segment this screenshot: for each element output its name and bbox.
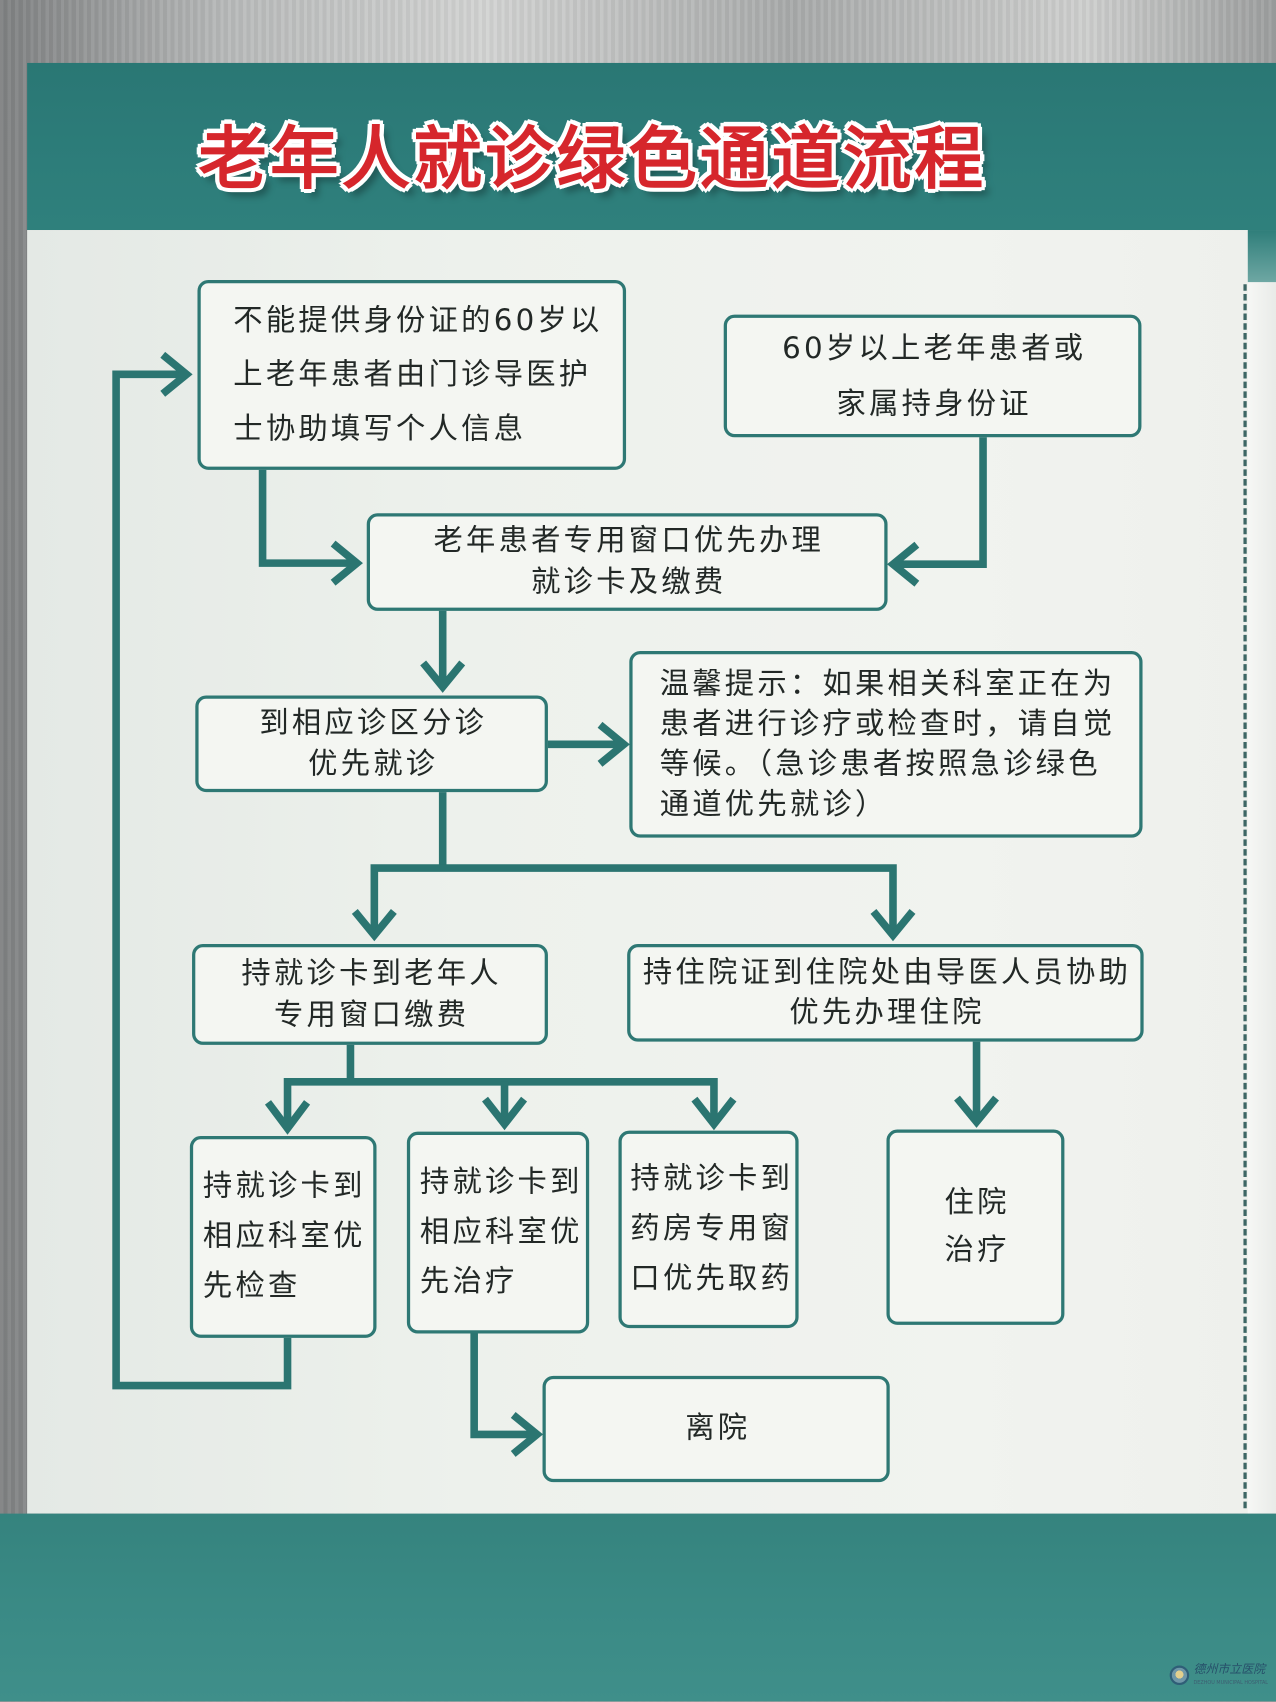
node-pay-window-line-2: 专用窗口缴费 bbox=[273, 997, 470, 1032]
node-triage-line-2: 优先就诊 bbox=[308, 747, 439, 781]
poster-footer-band bbox=[0, 1513, 1276, 1702]
node-reminder-line-4: 通道优先就诊） bbox=[659, 787, 888, 822]
node-no-id-card-line-3: 士协助填写个人信息 bbox=[233, 411, 527, 446]
node-treatment-line-1: 持就诊卡到 bbox=[419, 1165, 583, 1199]
node-pay-window: 持就诊卡到老年人 专用窗口缴费 bbox=[192, 943, 548, 1045]
hospital-logo-name: 德州市立医院 bbox=[1193, 1662, 1266, 1677]
node-with-id-card: 60岁以上老年患者或 家属持身份证 bbox=[723, 314, 1142, 438]
panel-fold-line bbox=[1243, 284, 1247, 1509]
hospital-logo-name-en: DEZHOU MUNICIPAL HOSPITAL bbox=[1193, 1680, 1269, 1687]
node-exam: 持就诊卡到 相应科室优 先检查 bbox=[189, 1136, 377, 1338]
node-treatment: 持就诊卡到 相应科室优 先治疗 bbox=[406, 1131, 590, 1334]
node-with-id-card-line-1: 60岁以上老年患者或 bbox=[782, 331, 1087, 366]
node-pharmacy-line-1: 持就诊卡到 bbox=[630, 1162, 794, 1196]
node-reminder-line-2: 患者进行诊疗或检查时，请自觉 bbox=[659, 707, 1116, 742]
node-exam-line-2: 相应科室优 bbox=[202, 1219, 366, 1254]
node-discharge: 离院 bbox=[542, 1375, 890, 1483]
node-no-id-card: 不能提供身份证的60岁以 上老年患者由门诊导医护 士协助填写个人信息 bbox=[197, 279, 627, 470]
panel-corner-trim bbox=[1247, 230, 1276, 283]
node-pharmacy-line-3: 口优先取药 bbox=[630, 1261, 794, 1296]
hospital-emblem-icon bbox=[1169, 1665, 1190, 1686]
node-reminder: 温馨提示：如果相关科室正在为 患者进行诊疗或检查时，请自觉 等候。（急诊患者按照… bbox=[629, 651, 1143, 838]
node-pay-window-line-1: 持就诊卡到老年人 bbox=[241, 956, 502, 991]
node-exam-line-3: 先检查 bbox=[202, 1269, 301, 1304]
node-discharge-line-1: 离院 bbox=[685, 1411, 751, 1446]
node-inpatient-line-1: 住院 bbox=[944, 1185, 1010, 1220]
node-priority-window: 老年患者专用窗口优先办理 就诊卡及缴费 bbox=[366, 513, 888, 611]
node-admission-line-1: 持住院证到住院处由导医人员协助 bbox=[642, 955, 1132, 990]
adjacent-panel-edge bbox=[1247, 230, 1276, 1514]
node-treatment-line-2: 相应科室优 bbox=[419, 1215, 583, 1249]
hospital-logo: 德州市立医院 DEZHOU MUNICIPAL HOSPITAL bbox=[1169, 1660, 1270, 1695]
node-inpatient-line-2: 治疗 bbox=[944, 1233, 1010, 1268]
node-treatment-line-3: 先治疗 bbox=[419, 1265, 518, 1299]
poster-header-band bbox=[27, 62, 1276, 231]
node-with-id-card-line-2: 家属持身份证 bbox=[836, 386, 1032, 421]
node-triage-line-1: 到相应诊区分诊 bbox=[259, 705, 488, 740]
node-exam-line-1: 持就诊卡到 bbox=[202, 1169, 366, 1204]
poster-title: 老年人就诊绿色通道流程 bbox=[198, 119, 987, 199]
node-no-id-card-line-2: 上老年患者由门诊导医护 bbox=[233, 357, 592, 392]
node-admission: 持住院证到住院处由导医人员协助 优先办理住院 bbox=[627, 943, 1144, 1042]
node-reminder-line-1: 温馨提示：如果相关科室正在为 bbox=[659, 667, 1116, 701]
node-priority-window-line-2: 就诊卡及缴费 bbox=[531, 565, 727, 599]
node-reminder-line-3: 等候。（急诊患者按照急诊绿色 bbox=[659, 747, 1101, 782]
node-triage: 到相应诊区分诊 优先就诊 bbox=[195, 695, 548, 793]
node-no-id-card-line-1: 不能提供身份证的60岁以 bbox=[233, 303, 603, 337]
node-priority-window-line-1: 老年患者专用窗口优先办理 bbox=[433, 524, 825, 558]
node-inpatient: 住院 治疗 bbox=[886, 1129, 1065, 1325]
node-pharmacy-line-2: 药房专用窗 bbox=[630, 1211, 794, 1246]
node-pharmacy: 持就诊卡到 药房专用窗 口优先取药 bbox=[618, 1130, 799, 1329]
node-admission-line-2: 优先办理住院 bbox=[789, 996, 985, 1030]
